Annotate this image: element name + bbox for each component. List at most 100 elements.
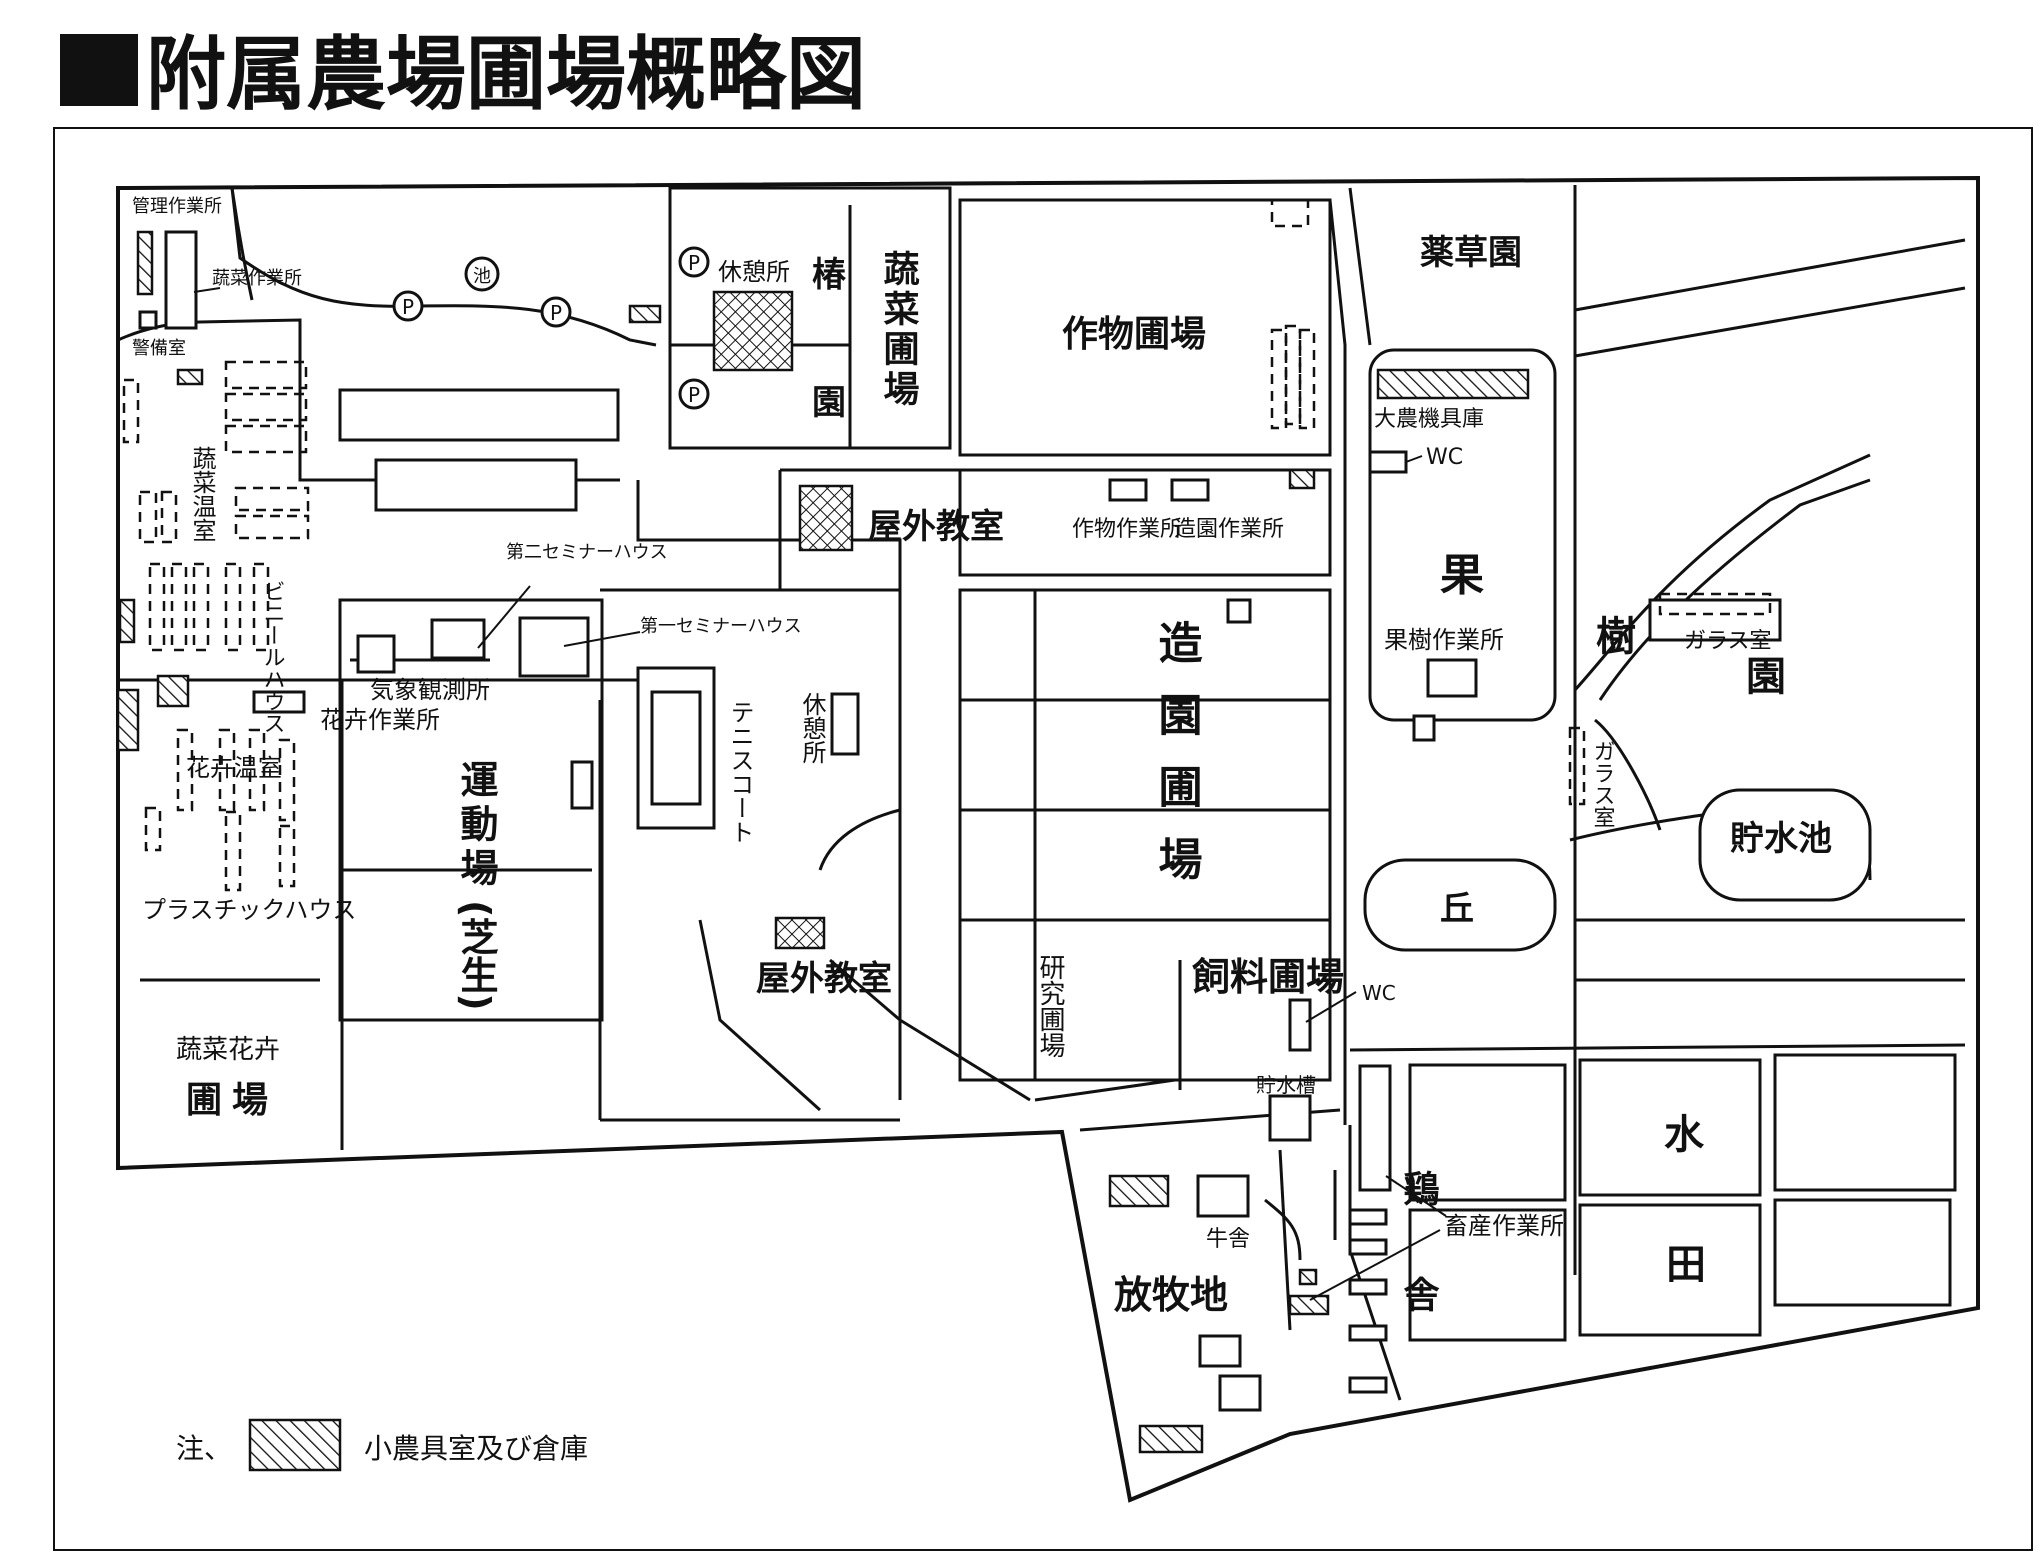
storage-6	[116, 688, 140, 752]
label-wc-2: WC	[1362, 981, 1396, 1005]
farm-boundary	[116, 175, 1980, 1503]
label-plastic: プラスチックハウス	[142, 896, 356, 924]
bldg-kaki-sagyo	[252, 690, 306, 714]
bldg-kisho	[356, 634, 396, 674]
outdoor-class-2-area	[774, 916, 826, 950]
label-chosuichi: 貯水池	[1730, 819, 1832, 859]
label-keisha: 鶏舎	[1398, 1170, 1440, 1382]
label-kaju-sagyo: 果樹作業所	[1384, 626, 1504, 654]
label-sosai-onshitsu: 蔬菜温室	[188, 446, 216, 542]
bldg-chosuiso	[1268, 1094, 1312, 1142]
label-tsubaki-2: 園	[812, 383, 846, 423]
bldg-keisha	[1358, 1064, 1392, 1192]
parking-icons: P P P P 池	[392, 246, 710, 410]
parking-icon	[392, 290, 424, 322]
label-garasu-1: ガラス室	[1684, 629, 1772, 654]
storage-dainoki	[1376, 368, 1530, 400]
storage-8	[1108, 1174, 1170, 1208]
label-oka: 丘	[1440, 889, 1474, 929]
label-kaju-2: 樹	[1596, 614, 1636, 660]
storage-10	[1298, 1268, 1318, 1286]
storage-9	[1288, 1294, 1330, 1316]
svg-text:P: P	[688, 251, 700, 275]
label-honkan: 附属農場本館	[376, 399, 580, 439]
bldg-chikusan-2	[1348, 1238, 1388, 1256]
bldg-honkan	[338, 388, 620, 442]
legend-note: 注、	[176, 1432, 232, 1465]
storage-4	[118, 598, 136, 644]
label-sakumotsu-sagyo: 作物作業所	[1072, 517, 1182, 542]
outdoor-class-1-area	[798, 484, 854, 552]
label-kyukeijo-top: 休憩所	[718, 258, 790, 286]
tennis-inner	[650, 690, 702, 806]
label-okugai-2: 屋外教室	[756, 959, 892, 999]
label-kaju-3: 園	[1746, 654, 1786, 700]
label-kanri: 管理作業所	[132, 196, 222, 217]
title-square-icon	[60, 34, 138, 106]
bldg-zoen	[1170, 478, 1210, 502]
bldg-chikusan-5	[1348, 1376, 1388, 1394]
label-kyoiku: 教育研究館	[406, 472, 546, 505]
label-undojo: 運動場	[454, 760, 498, 892]
label-tennis: テニスコート	[726, 700, 754, 844]
bldg-keibi	[138, 310, 158, 330]
label-vinyl: ビニールハウス	[260, 580, 285, 734]
parking-icon	[678, 246, 710, 278]
bldg-kyukeijo	[830, 692, 860, 756]
label-keibi: 警備室	[132, 338, 186, 359]
bldg-wc-2	[1288, 998, 1312, 1052]
tsubaki-structure	[712, 290, 794, 372]
label-dainoki: 大農機具庫	[1374, 407, 1484, 432]
label-garasu-2: ガラス室	[1590, 740, 1615, 828]
label-hobokuchi: 放牧地	[1114, 1273, 1228, 1317]
label-kisho: 気象観測所	[370, 676, 490, 704]
storage-3	[176, 368, 204, 386]
bldg-chikusan-1	[1348, 1208, 1388, 1226]
label-sosai-kaki-2: 圃場	[186, 1080, 278, 1121]
svg-text:P: P	[688, 383, 700, 407]
svg-text:P: P	[402, 295, 414, 319]
svg-text:P: P	[550, 301, 562, 325]
storage-5	[156, 674, 190, 708]
label-shiryo-hojo: 飼料圃場	[1192, 955, 1344, 999]
bldg-sq-2	[1412, 714, 1436, 742]
bldg-kyoiku	[374, 458, 578, 512]
field-suiden-1	[1578, 1058, 1762, 1197]
label-kaki-sagyo: 花卉作業所	[320, 706, 440, 734]
bldg-chikusan-4	[1348, 1324, 1388, 1342]
label-chosuiso: 貯水槽	[1256, 1073, 1316, 1097]
label-chikusan: 畜産作業所	[1444, 1212, 1564, 1240]
bldg-wc-1	[1368, 450, 1408, 474]
legend: 注、 小農具室及び倉庫	[176, 1418, 588, 1472]
label-kaju-1: 果	[1440, 550, 1484, 601]
pond-chosuichi	[1698, 788, 1872, 902]
bldg-hoboku-2	[1198, 1334, 1242, 1368]
label-kyukeijo: 休憩所	[798, 692, 826, 764]
label-sosai-sagyo: 蔬菜作業所	[212, 268, 302, 289]
label-suiden-2: 田	[1666, 1242, 1706, 1288]
label-daini: 第二セミナーハウス	[506, 542, 668, 563]
label-kaki-onshitsu: 花卉温室	[186, 754, 282, 782]
map-frame	[53, 127, 2033, 1551]
label-sosai-hojo: 蔬菜圃場	[878, 250, 920, 410]
field-suiden-3	[1408, 1063, 1567, 1202]
bldg-zoen-sq	[1226, 598, 1252, 624]
legend-text: 小農具室及び倉庫	[364, 1432, 588, 1465]
legend-hatch-icon	[248, 1418, 342, 1472]
leader-lines	[193, 287, 1447, 1301]
label-kenkyu-hojo: 研究圃場	[1035, 954, 1065, 1058]
bldg-daini	[430, 618, 486, 660]
roads	[117, 185, 1966, 1401]
label-zoen-hojo: 造園圃場	[1151, 620, 1203, 908]
field-suiden-5	[1578, 1203, 1762, 1337]
bldg-chikusan-3	[1348, 1278, 1388, 1296]
storage-11	[1138, 1424, 1204, 1454]
field-suiden-6	[1773, 1198, 1952, 1307]
svg-text:池: 池	[473, 266, 491, 287]
bldg-daiichi	[518, 616, 590, 678]
storage-1	[136, 230, 154, 296]
parking-icon	[678, 378, 710, 410]
greenhouse-outline	[1648, 598, 1782, 642]
